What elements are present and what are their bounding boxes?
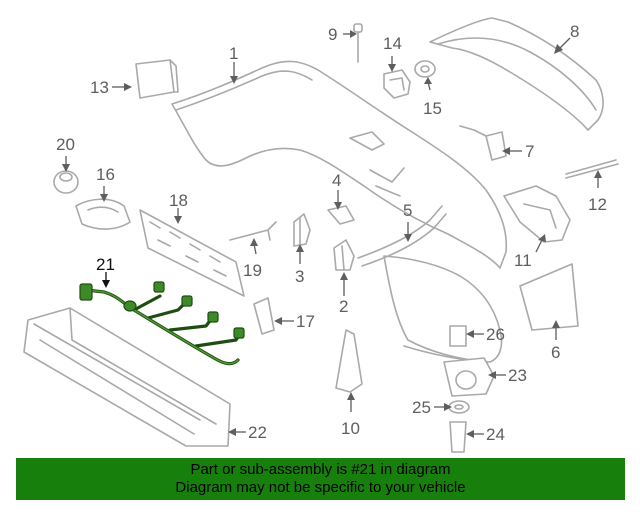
callout-23: 23 — [488, 366, 527, 385]
harness-connector — [79, 283, 93, 301]
callout-4: 4 — [332, 171, 342, 210]
part-7-sensor-bracket — [459, 125, 507, 161]
sensor-plug-3 — [207, 311, 219, 323]
svg-text:5: 5 — [403, 201, 412, 220]
part-10-trim — [335, 329, 363, 393]
svg-text:15: 15 — [423, 99, 442, 118]
part-13-plate — [135, 59, 179, 99]
callout-1: 1 — [229, 44, 238, 84]
part-8-upper-trim — [429, 17, 604, 131]
svg-text:26: 26 — [486, 325, 505, 344]
part-15-ring — [414, 60, 436, 78]
callout-26: 26 — [466, 325, 505, 344]
svg-text:21: 21 — [96, 255, 115, 274]
svg-text:3: 3 — [295, 267, 304, 286]
svg-text:19: 19 — [243, 261, 262, 280]
svg-text:9: 9 — [328, 25, 337, 44]
callout-10: 10 — [341, 392, 360, 438]
svg-text:23: 23 — [508, 366, 527, 385]
svg-text:18: 18 — [169, 191, 188, 210]
callout-3: 3 — [295, 244, 304, 286]
svg-text:20: 20 — [56, 135, 75, 154]
callout-6: 6 — [551, 320, 560, 362]
callout-19: 19 — [243, 238, 262, 280]
callout-11: 11 — [514, 234, 546, 270]
svg-text:10: 10 — [341, 419, 360, 438]
callout-9: 9 — [328, 25, 357, 44]
callout-24: 24 — [466, 425, 505, 444]
part-5-strip — [357, 205, 447, 267]
callout-20: 20 — [56, 135, 75, 172]
part-19-bracket — [229, 221, 277, 241]
callout-16: 16 — [96, 165, 115, 202]
part-16-housing — [75, 198, 131, 230]
svg-text:22: 22 — [248, 423, 267, 442]
svg-text:25: 25 — [412, 398, 431, 417]
part-11-mount — [503, 185, 571, 243]
sensor-plug-4 — [233, 327, 245, 339]
banner-line-2: Diagram may not be specific to your vehi… — [175, 479, 466, 496]
part-26-fastener — [449, 325, 467, 347]
part-14-grommet — [383, 69, 411, 99]
sensor-plug-2 — [181, 295, 193, 307]
part-18-absorber — [139, 209, 245, 297]
svg-text:16: 16 — [96, 165, 115, 184]
svg-text:6: 6 — [551, 343, 560, 362]
part-17-bracket — [253, 297, 275, 335]
harness-grommet — [123, 300, 137, 312]
svg-text:7: 7 — [525, 142, 534, 161]
svg-text:17: 17 — [296, 312, 315, 331]
callout-21: 21 — [96, 255, 115, 288]
part-21-wiring-harness — [79, 281, 245, 366]
banner-line-1: Part or sub-assembly is #21 in diagram — [190, 461, 451, 478]
callout-18: 18 — [169, 191, 188, 224]
callout-13: 13 — [90, 78, 132, 97]
part-2-screw — [333, 239, 355, 271]
part-22-beam — [23, 307, 231, 447]
part-9-pin — [353, 23, 363, 63]
callout-15: 15 — [423, 77, 442, 118]
svg-text:13: 13 — [90, 78, 109, 97]
svg-text:14: 14 — [383, 34, 402, 53]
callout-8: 8 — [554, 22, 579, 54]
callout-14: 14 — [383, 34, 402, 72]
svg-text:4: 4 — [332, 171, 341, 190]
svg-text:12: 12 — [588, 195, 607, 214]
part-23-sensor — [443, 357, 495, 397]
svg-text:8: 8 — [570, 22, 579, 41]
callout-2: 2 — [339, 272, 348, 316]
callout-22: 22 — [228, 423, 267, 442]
svg-text:11: 11 — [514, 251, 532, 270]
svg-text:2: 2 — [339, 297, 348, 316]
part-6-panel — [519, 263, 579, 331]
svg-text:24: 24 — [486, 425, 505, 444]
part-4-clip — [327, 205, 355, 225]
callout-17: 17 — [274, 312, 315, 331]
callout-7: 7 — [502, 142, 534, 161]
part-24-bolt — [449, 421, 467, 453]
callout-25: 25 — [412, 398, 452, 417]
part-12-strut — [565, 159, 619, 179]
fitment-banner: Part or sub-assembly is #21 in diagram D… — [16, 458, 625, 500]
part-1-bumper-cover — [171, 60, 508, 363]
callout-12: 12 — [588, 170, 607, 214]
part-25-washer — [448, 400, 470, 414]
callout-5: 5 — [403, 201, 412, 242]
sensor-plug-1 — [153, 281, 165, 293]
part-3-bolt — [293, 213, 311, 247]
part-20-cap — [53, 170, 79, 194]
svg-text:1: 1 — [229, 44, 238, 63]
